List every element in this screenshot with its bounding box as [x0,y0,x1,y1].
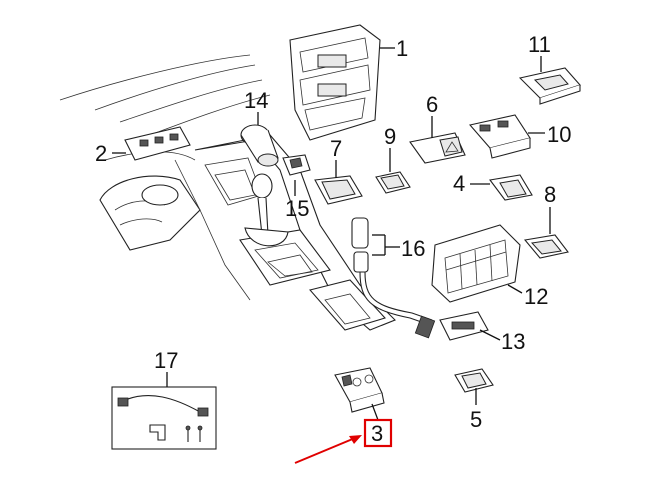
part-10-control-unit [468,114,531,159]
part-12-climate-control [431,224,521,303]
part-label-15: 15 [285,196,309,221]
part-label-4: 4 [453,171,465,196]
part-9-switch [375,171,411,194]
center-console [194,134,396,331]
part-7-switch [314,175,363,205]
part-13-switch [439,311,489,341]
part-6-hazard-switch [409,132,466,164]
part-label-5: 5 [470,407,482,432]
part-label-12: 12 [524,284,548,309]
part-label-11: 11 [528,32,551,57]
part-label-16: 16 [401,236,425,261]
part-label-10: 10 [547,122,571,147]
highlight-box [363,418,393,448]
part-number-labels: 1 2 3 4 5 6 7 8 9 10 11 12 13 14 15 16 1… [95,32,571,446]
part-8-switch [523,234,569,259]
part-4-switch [489,174,533,201]
dashboard-outline [59,54,271,301]
part-label-1: 1 [396,36,408,61]
part-label-3: 3 [371,421,383,446]
part-14-rotary-switch [240,124,279,167]
red-arrow [294,435,362,464]
part-label-7: 7 [330,136,342,161]
callout-lines [112,47,551,421]
part-label-8: 8 [544,182,556,207]
part-1-console-frame [289,24,381,141]
part-label-6: 6 [426,92,438,117]
part-2-switch-panel [124,126,191,161]
part-label-14: 14 [244,88,268,113]
part-16-wiring-harness [351,217,436,339]
part-label-13: 13 [501,329,525,354]
part-17-repair-kit [111,386,217,450]
part-label-2: 2 [95,141,107,166]
part-label-17: 17 [154,348,178,373]
part-3-switch-assembly [334,367,385,413]
part-5-switch [454,368,494,393]
part-label-9: 9 [384,124,396,149]
part-15-small-switch [282,154,311,176]
part-11-module [518,67,581,105]
